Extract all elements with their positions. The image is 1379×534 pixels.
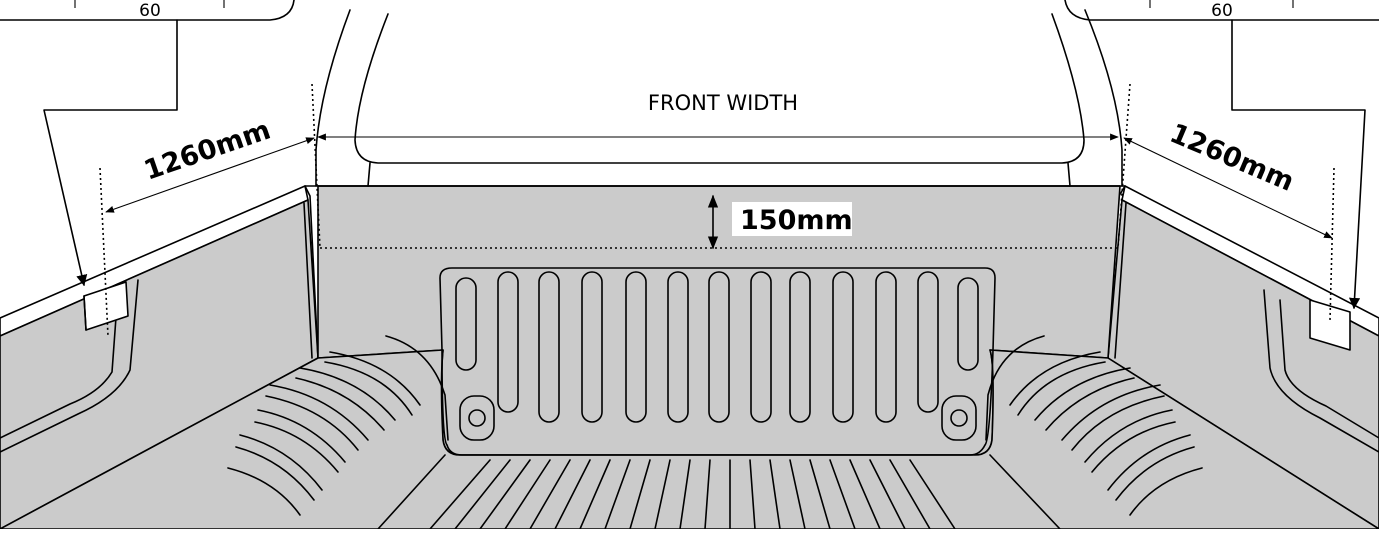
tie-down-left [459,395,495,441]
right-gauge: 60 [1064,0,1379,21]
right-floor-arcs [985,335,1203,516]
tie-down-right [941,395,977,441]
left-floor-arcs [227,335,449,516]
depth-label-box [732,202,852,236]
right-leader [1231,19,1366,310]
depth-label: 150mm [740,205,853,236]
front-width-label: FRONT WIDTH [648,91,798,115]
right-length-dimension [1123,137,1333,239]
front-panel-outline [439,267,996,456]
right-gauge-label: 60 [1211,1,1233,21]
floor-ribs [377,454,1061,530]
right-length-label: 1260mm [1165,118,1298,198]
front-panel-slots [455,271,979,423]
cab-outline [315,9,1123,187]
left-gauge: 60 [0,0,295,21]
extension-lines [99,83,1335,337]
left-length-dimension [105,137,315,213]
left-gauge-label: 60 [139,1,161,21]
left-leader [43,19,178,287]
